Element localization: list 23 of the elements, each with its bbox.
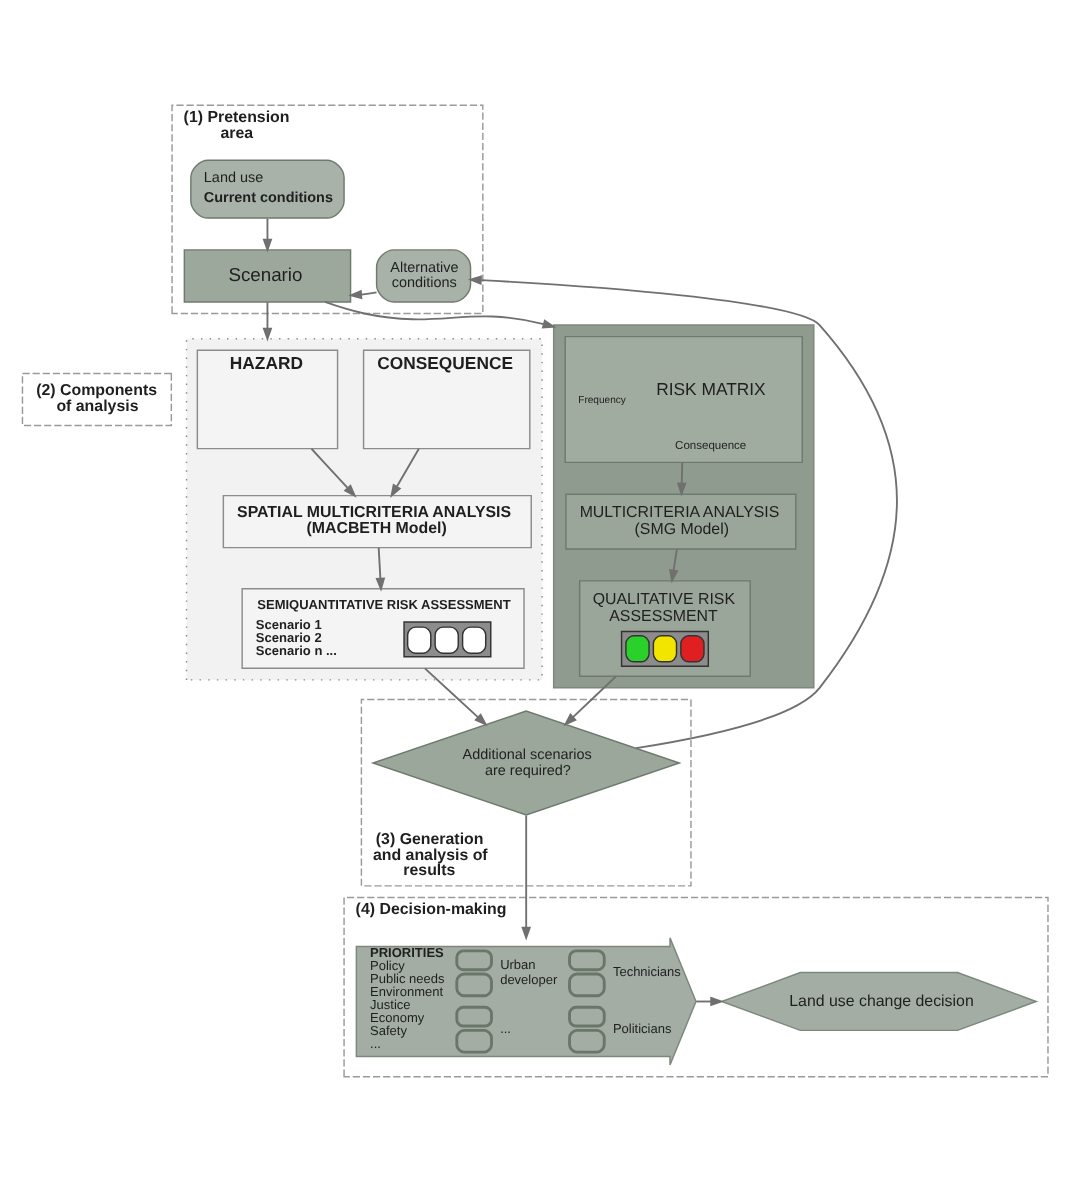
node-box: Scenario: [183, 249, 352, 303]
node-box: HAZARD: [196, 349, 339, 450]
node-box: Alternative conditions: [375, 249, 472, 303]
node-box: Land use Current conditions: [190, 159, 345, 219]
arrow: [563, 675, 617, 727]
arrow: [668, 548, 679, 584]
node-box: SPATIAL MULTICRITERIA ANALYSIS (MACBETH Model): [222, 494, 532, 549]
node-box: MULTICRITERIA ANALYSIS (SMG Model): [565, 493, 797, 550]
arrow: [310, 447, 357, 498]
node-box: CONSEQUENCE: [362, 349, 531, 450]
arrow: [348, 289, 378, 300]
arrow: [390, 447, 420, 499]
node-box: (2) Components of analysis: [21, 372, 173, 427]
arrow: [262, 301, 273, 342]
arrow: [375, 546, 386, 592]
arrow: [676, 461, 687, 497]
node-box: QUALITATIVE RISK ASSESSMENT: [578, 580, 751, 677]
cluster: [185, 338, 543, 681]
arrow: [262, 217, 273, 253]
arrow: [521, 814, 532, 941]
arrow: [467, 275, 898, 750]
arrow: [324, 301, 557, 329]
cluster: [552, 324, 815, 689]
